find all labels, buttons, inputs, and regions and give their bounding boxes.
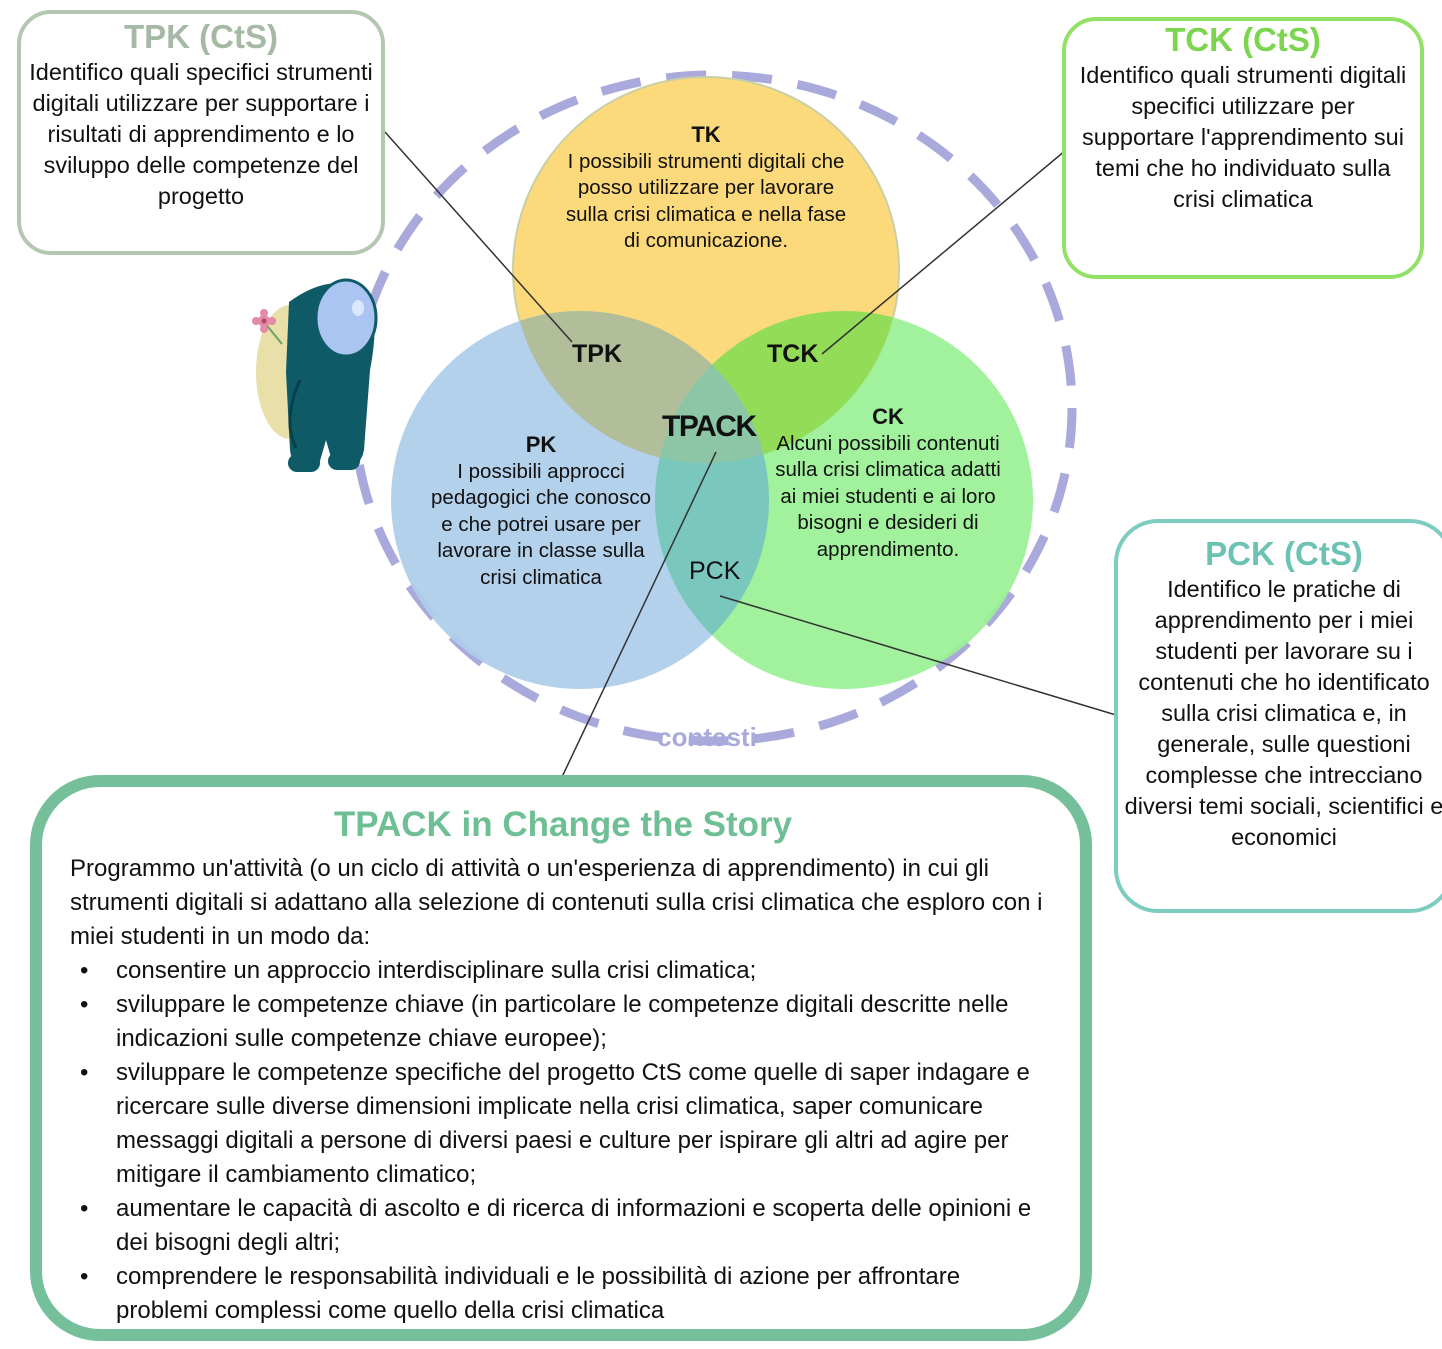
tpack-cts-title: TPACK in Change the Story [333,805,793,844]
pk-text: PK I possibili approcci pedagogici che c… [425,432,657,591]
tpack-cts-bullet-list: consentire un approccio interdisciplinar… [70,954,1056,1328]
tpk-label: TPK [572,340,622,368]
pck-cts-box: PCK (CtS) Identifico le pratiche di appr… [1114,519,1442,913]
pk-heading: PK [525,432,557,457]
context-label: contesti [657,722,757,752]
tk-heading: TK [691,122,721,147]
list-item: comprendere le responsabilità individual… [80,1260,1056,1328]
tpack-cts-box: TPACK in Change the Story Programmo un'a… [30,775,1092,1341]
tck-cts-text: Identifico quali strumenti digitali spec… [1079,61,1407,212]
pck-cts-title: PCK (CtS) [1205,535,1363,572]
ck-description: Alcuni possibili contenuti sulla crisi c… [775,431,1001,561]
tpack-label: TPACK [662,410,757,443]
connector-tck [821,149,1067,355]
list-item: sviluppare le competenze chiave (in part… [80,988,1056,1056]
tck-cts-box: TCK (CtS) Identifico quali strumenti dig… [1062,17,1424,279]
pck-label: PCK [689,557,741,585]
tk-text: TK I possibili strumenti digitali che po… [556,122,856,255]
flower-icon [252,309,283,345]
astronaut-mascot-icon [256,278,378,472]
list-item: consentire un approccio interdisciplinar… [80,954,1056,988]
pck-cts-text: Identifico le pratiche di apprendimento … [1124,575,1442,850]
ck-text: CK Alcuni possibili contenuti sulla cris… [770,404,1006,563]
list-item: sviluppare le competenze specifiche del … [80,1056,1056,1192]
ck-heading: CK [872,404,904,429]
tpk-overlap [513,311,769,463]
pk-description: I possibili approcci pedagogici che cono… [431,459,651,589]
tck-cts-title: TCK (CtS) [1165,21,1321,58]
tpk-cts-box: TPK (CtS) Identifico quali specifici str… [17,10,385,255]
connector-tpack [561,451,717,778]
connector-pck [719,595,1117,716]
connector-tpk [384,131,573,343]
tk-description: I possibili strumenti digitali che posso… [565,149,847,253]
tck-overlap [655,311,899,463]
tpk-cts-title: TPK (CtS) [124,18,278,55]
list-item: aumentare le capacità di ascolto e di ri… [80,1192,1056,1260]
tck-label: TCK [767,340,819,368]
tpack-cts-intro: Programmo un'attività (o un ciclo di att… [70,854,1043,950]
tpk-cts-text: Identifico quali specifici strumenti dig… [29,58,373,209]
